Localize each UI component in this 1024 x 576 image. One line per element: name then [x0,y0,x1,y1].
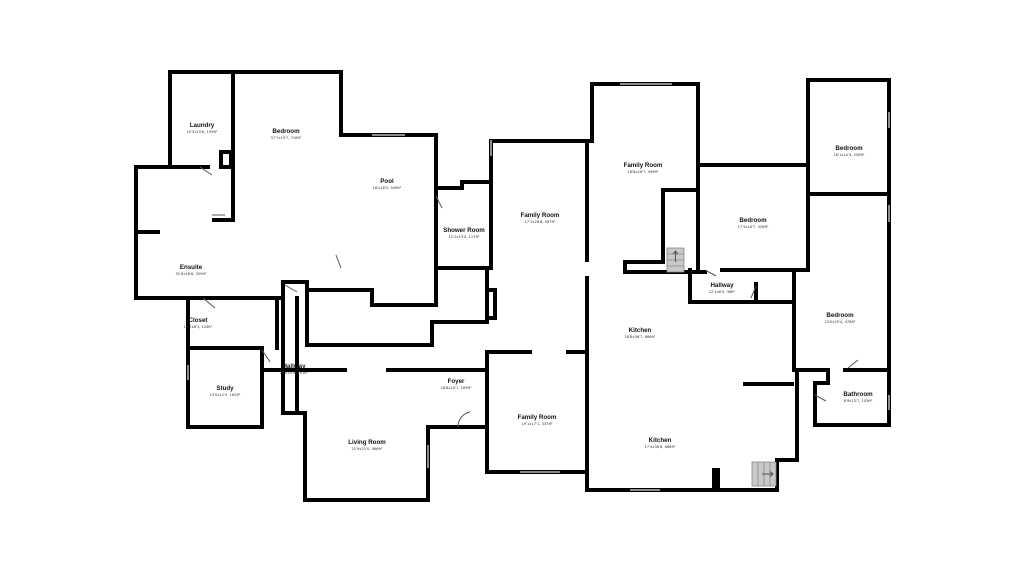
room-name: Bedroom [826,312,854,319]
room-dimensions: 21'9x22'0, 466ft² [351,447,383,451]
room-name: Bathroom [843,391,873,398]
room-dimensions: 12'1x13'0, 117ft² [448,235,480,239]
room-name: Bedroom [835,145,863,152]
room-dimensions: 12'1x6'9, 36ft² [709,290,736,294]
room-name: Pool [380,178,394,185]
room-name: Ensuite [180,264,203,271]
room-dimensions: 18'1x14'3, 258ft² [833,153,865,157]
room-name: Closet [189,317,208,324]
room-dimensions: 16'8x10'7, 169ft² [440,386,472,390]
walls [134,70,891,502]
room-name: Hallway [282,363,306,370]
room-name: Bedroom [272,128,300,135]
room-name: Laundry [190,122,215,129]
room-dimensions: 37'7x19'7, 718ft² [270,136,302,140]
room-dimensions: 19'1x17'1, 337ft² [521,422,553,426]
room-name: Living Room [348,439,386,446]
room-name: Kitchen [629,327,652,334]
room-dimensions: 13'7x8'1, 124ft² [184,325,213,329]
room-name: Family Room [521,212,560,219]
doors [199,166,859,428]
room-dimensions: 8'9x13'7, 103ft² [844,399,873,403]
room-dimensions: 17'1x28'8, 567ft² [524,220,556,224]
room-dimensions: 18'8x36'7, 686ft² [624,335,656,339]
windows [187,83,890,491]
stairs-upper [666,247,685,273]
room-dimensions: 17'4x38'8, 668ft² [644,445,676,449]
room-dimensions: 18'8x26'7, 499ft² [627,170,659,174]
room-name: Kitchen [649,437,672,444]
room-dimensions: 13'0x12'5, 162ft² [209,393,241,397]
room-name: Family Room [624,162,663,169]
room-dimensions: 10'3x15'6, 159ft² [186,130,218,134]
room-name: Shower Room [443,227,485,234]
room-name: Bedroom [739,217,767,224]
room-dimensions: 31'6x16'6, 359ft² [175,272,207,276]
room-dimensions: 17'4x18'7, 326ft² [737,225,769,229]
room-dimensions: 23'x29'0, 191ft² [280,371,309,375]
room-name: Family Room [518,414,557,421]
room-name: Hallway [710,282,734,289]
room-name: Study [216,385,234,392]
room-dimensions: 16'x28'5, 445ft² [373,186,402,190]
stairs-lower [751,461,777,487]
room-dimensions: 23'0x20'4, 478ft² [824,320,856,324]
room-name: Foyer [448,378,465,385]
